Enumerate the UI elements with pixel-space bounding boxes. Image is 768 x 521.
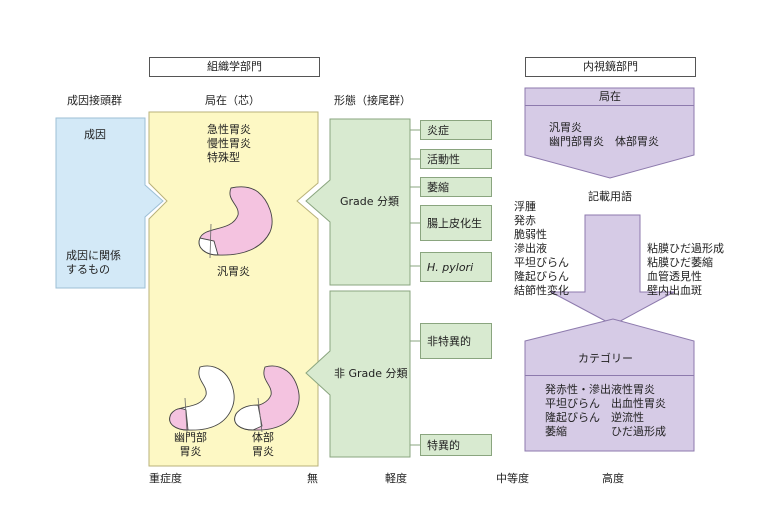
stomach-pan-icon xyxy=(198,186,273,259)
nongrade-item-nonspecific: 非特異的 xyxy=(420,323,492,359)
endo-location-shape xyxy=(524,87,695,179)
endo-location-title-bar xyxy=(525,88,694,106)
endo-terms-right: 粘膜ひだ過形成 粘膜ひだ萎縮 血管透見性 壁内出血斑 xyxy=(647,242,724,297)
grade-item-metaplasia: 腸上皮化生 xyxy=(420,205,492,241)
severity-mild: 軽度 xyxy=(385,472,407,485)
grade-item-atrophy: 萎縮 xyxy=(420,177,492,197)
endo-location-title: 局在 xyxy=(599,90,621,103)
cause-panel-shape xyxy=(55,117,164,289)
endo-terms-left: 浮腫 発赤 脆弱性 滲出液 平坦びらん 隆起びらん 結節性変化 xyxy=(514,200,569,297)
nongraded-connectors xyxy=(410,340,420,446)
histology-header: 組織学部門 xyxy=(149,57,320,77)
graded-connectors xyxy=(410,129,420,267)
grade-item-inflammation: 炎症 xyxy=(420,120,492,140)
nongraded-block-shape xyxy=(305,290,411,458)
location-title: 局在（芯） xyxy=(205,94,260,107)
endoscopy-header: 内視鏡部門 xyxy=(525,57,696,77)
pan-gastritis-label: 汎胃炎 xyxy=(217,265,250,278)
severity-moderate: 中等度 xyxy=(496,472,529,485)
grade-item-activity: 活動性 xyxy=(420,149,492,169)
severity-none: 無 xyxy=(307,472,318,485)
endo-category-shape xyxy=(524,318,695,452)
severity-label: 重症度 xyxy=(149,472,182,485)
severity-severe: 高度 xyxy=(602,472,624,485)
antrum-gastritis-label: 幽門部 胃炎 xyxy=(174,431,207,458)
grade-classification-label: Grade 分類 xyxy=(340,195,400,208)
endo-category-divider xyxy=(525,375,694,376)
stomach-antrum-icon xyxy=(169,365,235,433)
body-gastritis-label: 体部 胃炎 xyxy=(252,431,274,458)
stomach-body-icon xyxy=(234,365,300,433)
location-types: 急性胃炎 慢性胃炎 特殊型 xyxy=(207,123,251,164)
endo-location-items: 汎胃炎 幽門部胃炎 体部胃炎 xyxy=(549,121,659,148)
cause-related-label: 成因に関係 するもの xyxy=(66,249,121,276)
nongrade-item-specific: 特異的 xyxy=(420,434,492,456)
endo-category-title: カテゴリー xyxy=(578,352,633,365)
cause-group-title: 成因接頭群 xyxy=(67,94,122,107)
grade-item-hpylori: H. pylori xyxy=(420,252,492,282)
form-title: 形態（接尾群） xyxy=(334,94,411,107)
graded-block-shape xyxy=(305,118,411,286)
nongrade-classification-label: 非 Grade 分類 xyxy=(334,367,408,380)
endo-category-items: 発赤性・滲出液性胃炎 平坦びらん 出血性胃炎 隆起びらん 逆流性 萎縮 ひだ過形… xyxy=(545,383,666,438)
endo-down-arrow xyxy=(550,214,675,326)
endo-terms-title: 記載用語 xyxy=(588,190,632,203)
cause-label: 成因 xyxy=(84,128,106,141)
